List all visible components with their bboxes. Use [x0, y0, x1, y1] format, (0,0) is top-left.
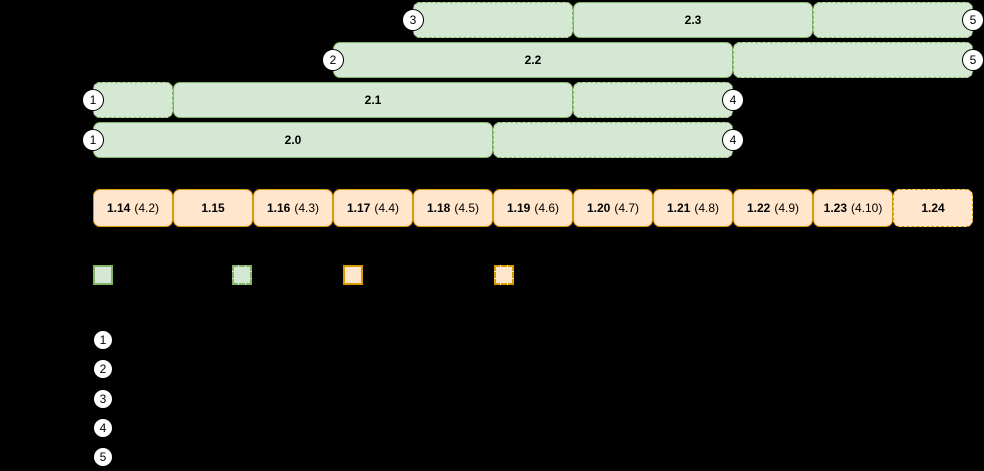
legend-swatch-orange-dashed [494, 265, 514, 285]
footnote-marker-1: 1 [93, 330, 113, 350]
footnote-ref-badge-start-2.3: 3 [402, 9, 424, 31]
bar-2.3-segment-dashed [413, 2, 573, 38]
version-box-1.21: 1.21(4.8) [653, 189, 733, 227]
legend-swatch-green-dashed [232, 265, 252, 285]
version-primary-label: 1.21 [666, 201, 691, 215]
footnote-marker-number: 2 [99, 362, 107, 376]
footnote-ref-badge-start-2.0: 1 [82, 129, 104, 151]
footnote-marker-number: 1 [99, 333, 107, 347]
footnote-ref-badge-end-2.0: 4 [722, 129, 744, 151]
version-primary-label: 1.18 [426, 201, 451, 215]
version-primary-label: 1.14 [106, 201, 131, 215]
footnote-ref-badge-end-2.0-number: 4 [729, 133, 737, 147]
footnote-ref-badge-start-2.1: 1 [82, 89, 104, 111]
footnote-ref-badge-start-2.2-number: 2 [329, 53, 337, 67]
footnote-ref-badge-end-2.1-number: 4 [729, 93, 737, 107]
version-box-1.16: 1.16(4.3) [253, 189, 333, 227]
version-box-1.14: 1.14(4.2) [93, 189, 173, 227]
version-primary-label: 1.16 [266, 201, 291, 215]
footnote-ref-badge-start-2.1-number: 1 [89, 93, 97, 107]
bar-2.2-segment-dashed [733, 42, 973, 78]
footnote-ref-badge-end-2.2-number: 5 [969, 53, 977, 67]
footnote-marker-5: 5 [93, 447, 113, 467]
version-secondary-label: (4.2) [134, 201, 160, 215]
version-secondary-label: (4.10) [851, 201, 883, 215]
bar-label: 2.3 [684, 13, 702, 27]
footnote-ref-badge-start-2.0-number: 1 [89, 133, 97, 147]
version-box-1.22: 1.22(4.9) [733, 189, 813, 227]
footnote-marker-2: 2 [93, 359, 113, 379]
bar-2.0-segment-solid: 2.0 [93, 122, 493, 158]
bar-2.3-segment-dashed [813, 2, 973, 38]
bar-label: 2.2 [524, 53, 542, 67]
version-box-1.24: 1.24 [893, 189, 973, 227]
footnote-ref-badge-start-2.3-number: 3 [409, 13, 417, 27]
version-secondary-label: (4.5) [454, 201, 480, 215]
bar-2.1-segment-solid: 2.1 [173, 82, 573, 118]
version-primary-label: 1.19 [506, 201, 531, 215]
version-primary-label: 1.22 [746, 201, 771, 215]
version-box-1.17: 1.17(4.4) [333, 189, 413, 227]
version-box-1.18: 1.18(4.5) [413, 189, 493, 227]
bar-label: 2.1 [364, 93, 382, 107]
version-primary-label: 1.23 [823, 201, 847, 215]
bar-2.1-segment-dashed [573, 82, 733, 118]
footnote-marker-number: 5 [99, 450, 107, 464]
footnote-marker-number: 4 [99, 421, 107, 435]
version-primary-label: 1.20 [586, 201, 611, 215]
version-box-1.20: 1.20(4.7) [573, 189, 653, 227]
footnote-ref-badge-end-2.3-number: 5 [969, 13, 977, 27]
version-secondary-label: (4.6) [534, 201, 560, 215]
version-secondary-label: (4.4) [374, 201, 400, 215]
version-secondary-label: (4.9) [774, 201, 800, 215]
bar-2.3-segment-solid: 2.3 [573, 2, 813, 38]
version-box-1.15: 1.15 [173, 189, 253, 227]
version-secondary-label: (4.3) [294, 201, 320, 215]
version-secondary-label: (4.7) [614, 201, 640, 215]
footnote-marker-number: 3 [99, 392, 107, 406]
bar-2.0-segment-dashed [493, 122, 733, 158]
version-box-1.23: 1.23 (4.10) [813, 189, 893, 227]
version-primary-label: 1.24 [921, 201, 945, 215]
version-primary-label: 1.17 [346, 201, 371, 215]
footnote-marker-3: 3 [93, 389, 113, 409]
bar-label: 2.0 [284, 133, 302, 147]
bar-2.2-segment-solid: 2.2 [333, 42, 733, 78]
version-box-1.19: 1.19(4.6) [493, 189, 573, 227]
version-primary-label: 1.15 [201, 201, 225, 215]
legend-swatch-green-solid [93, 265, 113, 285]
footnote-marker-4: 4 [93, 418, 113, 438]
bar-2.1-segment-dashed [93, 82, 173, 118]
footnote-ref-badge-end-2.3: 5 [962, 9, 984, 31]
footnote-ref-badge-end-2.2: 5 [962, 49, 984, 71]
footnote-ref-badge-start-2.2: 2 [322, 49, 344, 71]
footnote-ref-badge-end-2.1: 4 [722, 89, 744, 111]
version-secondary-label: (4.8) [694, 201, 720, 215]
legend-swatch-orange-solid [343, 265, 363, 285]
